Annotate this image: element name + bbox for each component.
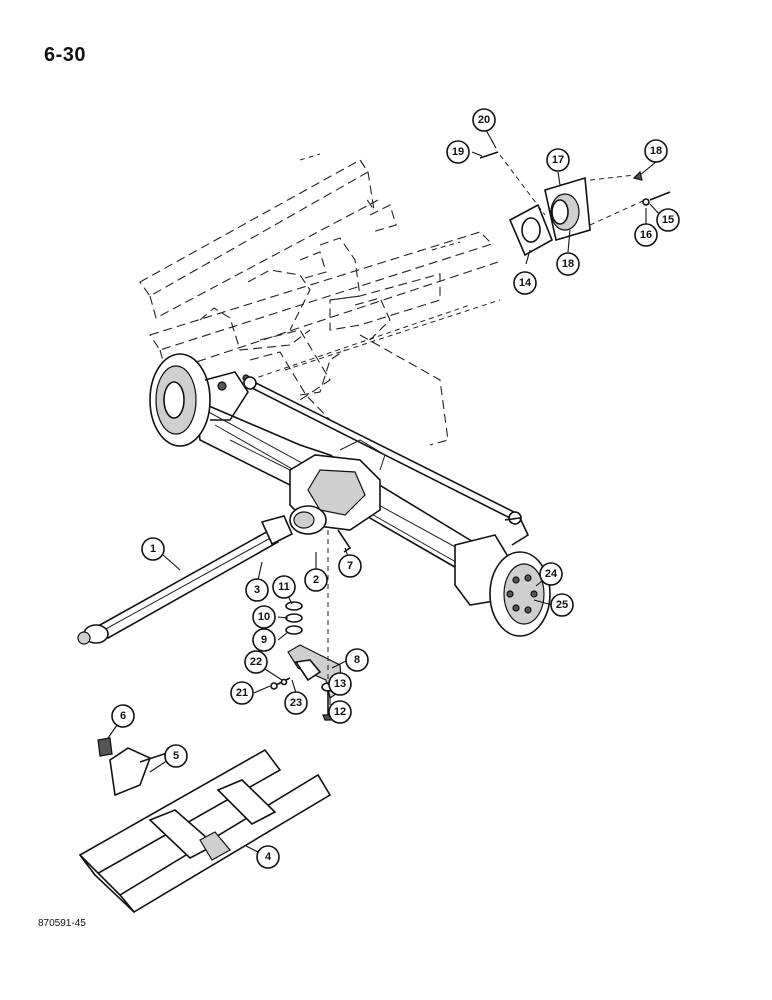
callout-11: 11 bbox=[272, 575, 296, 599]
svg-text:21: 21 bbox=[236, 687, 248, 699]
callout-25: 25 bbox=[550, 593, 574, 617]
callout-13: 13 bbox=[328, 672, 352, 696]
svg-text:5: 5 bbox=[173, 750, 179, 762]
svg-text:18: 18 bbox=[562, 258, 574, 270]
svg-text:19: 19 bbox=[452, 146, 464, 158]
svg-text:18: 18 bbox=[650, 145, 662, 157]
callout-12: 12 bbox=[328, 700, 352, 724]
callout-4: 4 bbox=[256, 845, 280, 869]
svg-text:24: 24 bbox=[545, 568, 558, 580]
svg-text:8: 8 bbox=[354, 654, 360, 666]
callout-3: 3 bbox=[245, 578, 269, 602]
svg-text:11: 11 bbox=[278, 581, 290, 593]
callout-2: 2 bbox=[304, 568, 328, 592]
front-axle-assembly bbox=[149, 353, 551, 637]
callout-17: 17 bbox=[546, 148, 570, 172]
svg-text:16: 16 bbox=[640, 229, 652, 241]
callout-15: 15 bbox=[656, 208, 680, 232]
svg-text:6: 6 bbox=[120, 710, 126, 722]
page-number: 6-30 bbox=[44, 44, 87, 66]
svg-text:2: 2 bbox=[313, 574, 319, 586]
callout-8: 8 bbox=[345, 648, 369, 672]
callout-22: 22 bbox=[244, 650, 268, 674]
callout-24: 24 bbox=[539, 562, 563, 586]
callout-1: 1 bbox=[141, 537, 165, 561]
callout-6: 6 bbox=[111, 704, 135, 728]
callout-23: 23 bbox=[284, 691, 308, 715]
svg-text:22: 22 bbox=[250, 656, 262, 668]
svg-text:1: 1 bbox=[150, 543, 156, 555]
svg-text:23: 23 bbox=[290, 697, 302, 709]
svg-text:14: 14 bbox=[519, 277, 532, 289]
svg-text:15: 15 bbox=[662, 214, 674, 226]
svg-text:10: 10 bbox=[258, 611, 270, 623]
svg-text:4: 4 bbox=[265, 851, 272, 863]
callout-18-top: 18 bbox=[644, 139, 668, 163]
callout-19: 19 bbox=[446, 140, 470, 164]
callout-16: 16 bbox=[634, 223, 658, 247]
svg-text:25: 25 bbox=[556, 599, 568, 611]
svg-text:13: 13 bbox=[334, 678, 346, 690]
drive-shaft bbox=[77, 515, 294, 645]
callout-5: 5 bbox=[164, 744, 188, 768]
svg-text:9: 9 bbox=[261, 634, 267, 646]
svg-text:17: 17 bbox=[552, 154, 564, 166]
callout-10: 10 bbox=[252, 605, 276, 629]
svg-text:20: 20 bbox=[478, 114, 490, 126]
callout-14: 14 bbox=[513, 271, 537, 295]
callout-9: 9 bbox=[252, 628, 276, 652]
drawing-code: 870591-45 bbox=[38, 918, 86, 929]
svg-text:3: 3 bbox=[254, 584, 260, 596]
callout-21: 21 bbox=[230, 681, 254, 705]
callout-7: 7 bbox=[338, 554, 362, 578]
support-bracket bbox=[78, 737, 332, 914]
callout-18-bottom: 18 bbox=[556, 252, 580, 276]
svg-text:12: 12 bbox=[334, 706, 346, 718]
svg-text:7: 7 bbox=[347, 560, 353, 572]
callout-20: 20 bbox=[472, 108, 496, 132]
rear-pivot-parts bbox=[479, 151, 671, 257]
